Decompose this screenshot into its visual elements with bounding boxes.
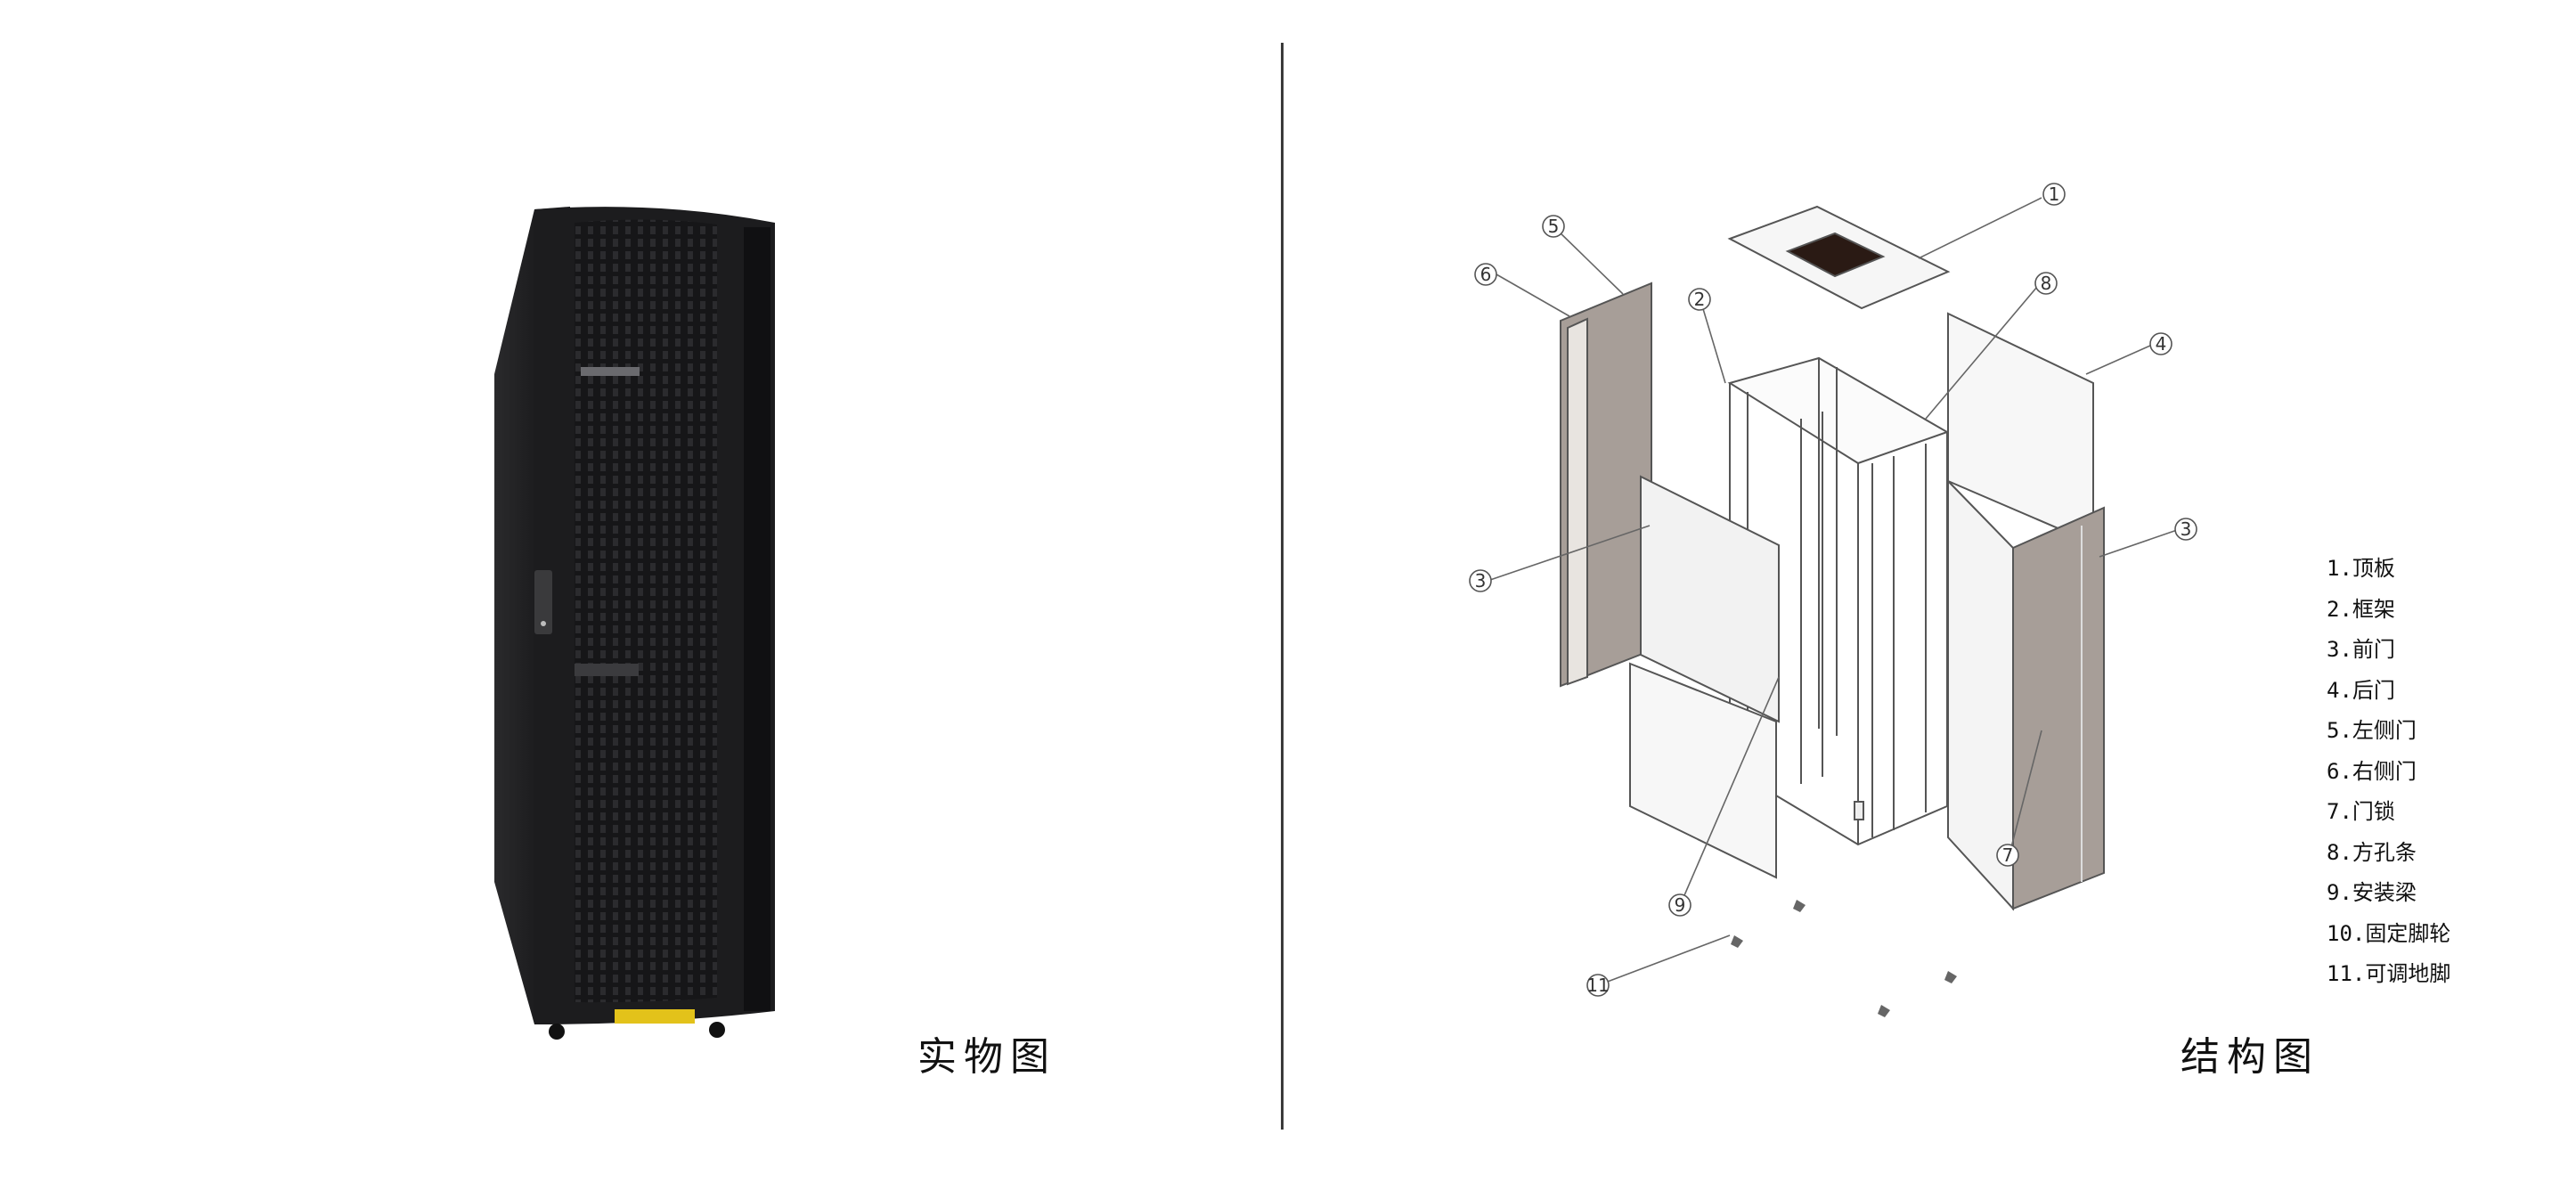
legend-item: 10.固定脚轮 — [2327, 920, 2451, 946]
cabinet-door-mesh — [575, 219, 717, 1003]
legend-item: 6.右侧门 — [2327, 758, 2417, 784]
legend-item: 11.可调地脚 — [2327, 961, 2451, 986]
legend-item: 4.后门 — [2327, 677, 2395, 703]
door-handle-icon — [534, 570, 552, 634]
legend-item: 9.安装梁 — [2327, 880, 2417, 905]
callout-3b: 3 — [2181, 518, 2192, 540]
legend-item: 8.方孔条 — [2327, 839, 2417, 865]
caster-icon — [1944, 971, 1957, 983]
divider — [1281, 43, 1284, 1130]
callout-8: 8 — [2041, 273, 2052, 294]
caster-icon — [1878, 1005, 1890, 1017]
legend-item: 5.左侧门 — [2327, 718, 2417, 743]
callout-11: 11 — [1586, 975, 1609, 996]
diagram-caption: 结构图 — [2181, 1034, 2319, 1080]
legend-item: 7.门锁 — [2327, 799, 2395, 824]
caster-icon — [1793, 900, 1806, 912]
caster-icon — [549, 1024, 565, 1040]
right-door — [2012, 506, 2105, 910]
legend: 1.顶板 2.框架 3.前门 4.后门 5.左侧门 6.右侧门 7.门锁 8.方… — [2327, 551, 2567, 997]
exploded-diagram: 1 2 8 4 5 6 3 3 7 9 11 — [1469, 183, 2197, 1017]
callout-2: 2 — [1694, 289, 1706, 310]
photo-caption: 实物图 — [917, 1034, 1056, 1080]
foot-accent — [615, 1009, 695, 1024]
callout-1: 1 — [2049, 184, 2060, 205]
callout-6: 6 — [1480, 264, 1492, 285]
callout-9: 9 — [1675, 894, 1686, 916]
photo-panel: 实物图 — [0, 0, 1283, 1183]
legend-item: 3.前门 — [2327, 637, 2395, 662]
callout-7: 7 — [2002, 844, 2014, 866]
cabinet-photo — [494, 207, 775, 1040]
diagram-panel: 1 2 8 4 5 6 3 3 7 9 11 结构图 — [1284, 0, 2576, 1183]
legend-item: 2.框架 — [2327, 596, 2395, 622]
front-panel — [1640, 475, 1780, 723]
logo-icon — [581, 367, 640, 376]
legend-item: 1.顶板 — [2327, 556, 2395, 581]
callout-4: 4 — [2156, 333, 2167, 355]
caster-icon — [709, 1022, 725, 1038]
callout-5: 5 — [1548, 216, 1560, 237]
callout-3: 3 — [1475, 570, 1487, 592]
lower-side-panel — [1629, 662, 1777, 879]
caster-icon — [1731, 935, 1743, 948]
